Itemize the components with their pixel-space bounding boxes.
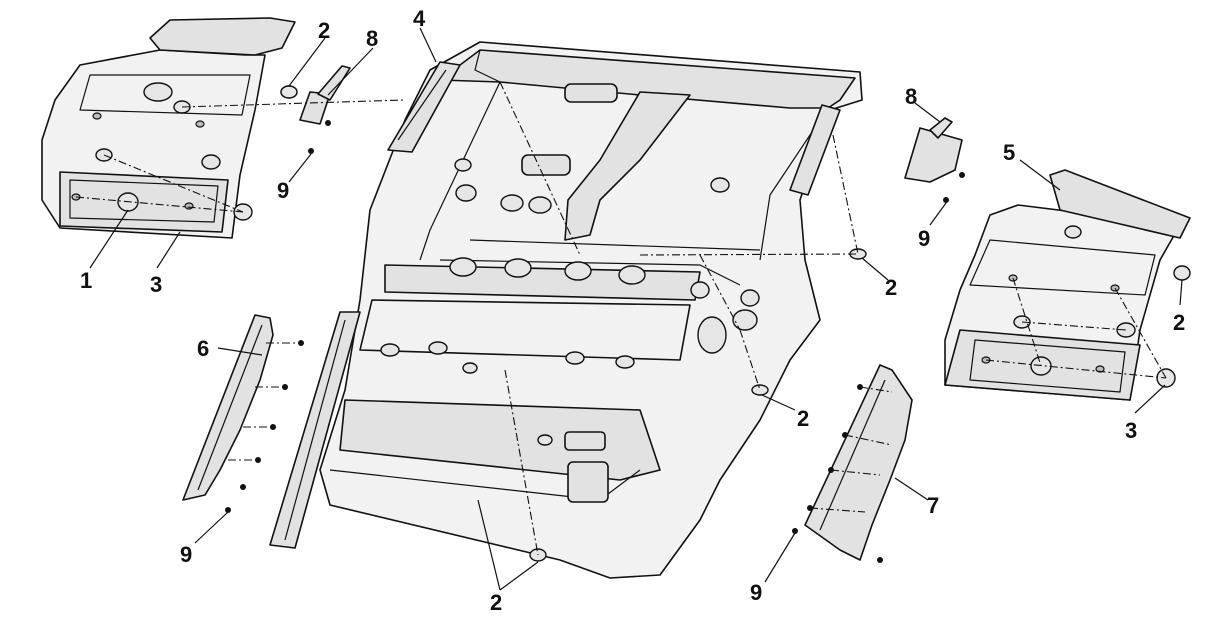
left-lamp-housing xyxy=(41,17,298,239)
callout-8-left: 8 xyxy=(366,26,378,51)
leader-lines xyxy=(89,27,1183,591)
roof-liner-panel xyxy=(269,41,863,579)
callout-2-center: 2 xyxy=(797,406,809,431)
callout-9-top-left: 9 xyxy=(277,178,289,203)
assembly-lines xyxy=(75,81,1167,556)
callout-2-center-right: 2 xyxy=(885,275,897,300)
callout-6: 6 xyxy=(197,336,209,361)
right-lamp-housing xyxy=(944,169,1191,401)
callout-9-top-right: 9 xyxy=(918,226,930,251)
callout-9-bottom-left: 9 xyxy=(180,542,192,567)
callout-9-bottom-right: 9 xyxy=(750,580,762,605)
callout-labels: 1 3 2 8 4 9 8 5 9 2 2 3 6 9 2 7 9 2 xyxy=(80,6,1185,615)
callout-2-top: 2 xyxy=(318,18,330,43)
callout-3-left: 3 xyxy=(150,272,162,297)
callout-2-bottom: 2 xyxy=(490,590,502,615)
side-bracket-left xyxy=(182,314,304,513)
callout-4: 4 xyxy=(413,6,426,31)
side-bracket-right xyxy=(792,364,913,563)
callout-5: 5 xyxy=(1003,140,1015,165)
clip-bracket-right xyxy=(904,117,965,203)
callout-1: 1 xyxy=(80,268,92,293)
callout-2-right: 2 xyxy=(1173,310,1185,335)
clip-bracket-left xyxy=(299,65,351,154)
grommet-items xyxy=(280,85,867,562)
callout-7: 7 xyxy=(927,493,939,518)
callout-8-right: 8 xyxy=(905,84,917,109)
callout-3-right: 3 xyxy=(1125,418,1137,443)
